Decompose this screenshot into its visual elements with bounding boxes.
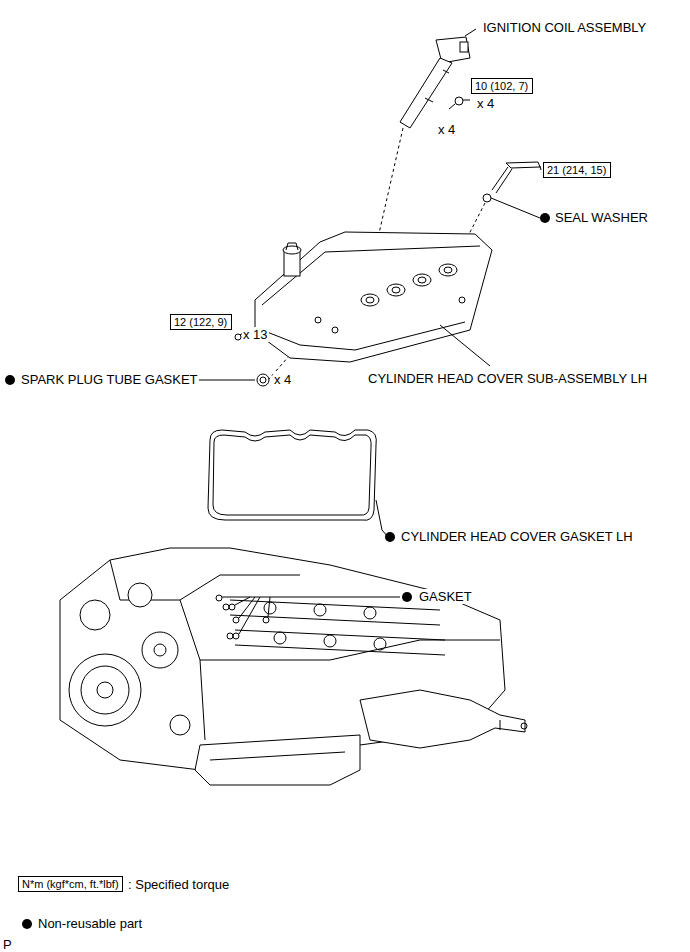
legend-text: Non-reusable part (37, 916, 143, 931)
torque-box: 12 (122, 9) (170, 314, 232, 330)
non-reusable-mark (22, 919, 32, 929)
ignition-coil (400, 29, 476, 128)
torque-value: N*m (kgf*cm, ft.*lbf) (22, 878, 119, 890)
part-label: IGNITION COIL ASSEMBLY (482, 20, 647, 35)
torque-value: 21 (214, 15) (547, 164, 606, 176)
legend-text: : Specified torque (127, 877, 230, 892)
part-label: GASKET (418, 589, 473, 604)
torque-box: 10 (102, 7) (471, 78, 533, 94)
engine (60, 548, 527, 785)
torque-box: 21 (214, 15) (543, 162, 611, 178)
part-label: CYLINDER HEAD COVER GASKET LH (400, 529, 634, 544)
part-label: P (2, 937, 13, 952)
torque-value: 12 (122, 9) (174, 316, 227, 328)
cylinder-head-cover (255, 232, 492, 366)
quantity-label: x 4 (476, 96, 495, 111)
cover-gasket (208, 430, 395, 542)
bolt (483, 162, 550, 223)
part-label: SPARK PLUG TUBE GASKET (20, 372, 199, 387)
quantity-label: x 4 (437, 122, 456, 137)
torque-value: 10 (102, 7) (475, 80, 528, 92)
quantity-label: x 13 (242, 327, 269, 342)
part-label: CYLINDER HEAD COVER SUB-ASSEMBLY LH (367, 371, 648, 386)
bolt (449, 97, 470, 109)
quantity-label: x 4 (273, 372, 292, 387)
part-label: SEAL WASHER (554, 210, 649, 225)
torque-box: N*m (kgf*cm, ft.*lbf) (18, 876, 123, 892)
